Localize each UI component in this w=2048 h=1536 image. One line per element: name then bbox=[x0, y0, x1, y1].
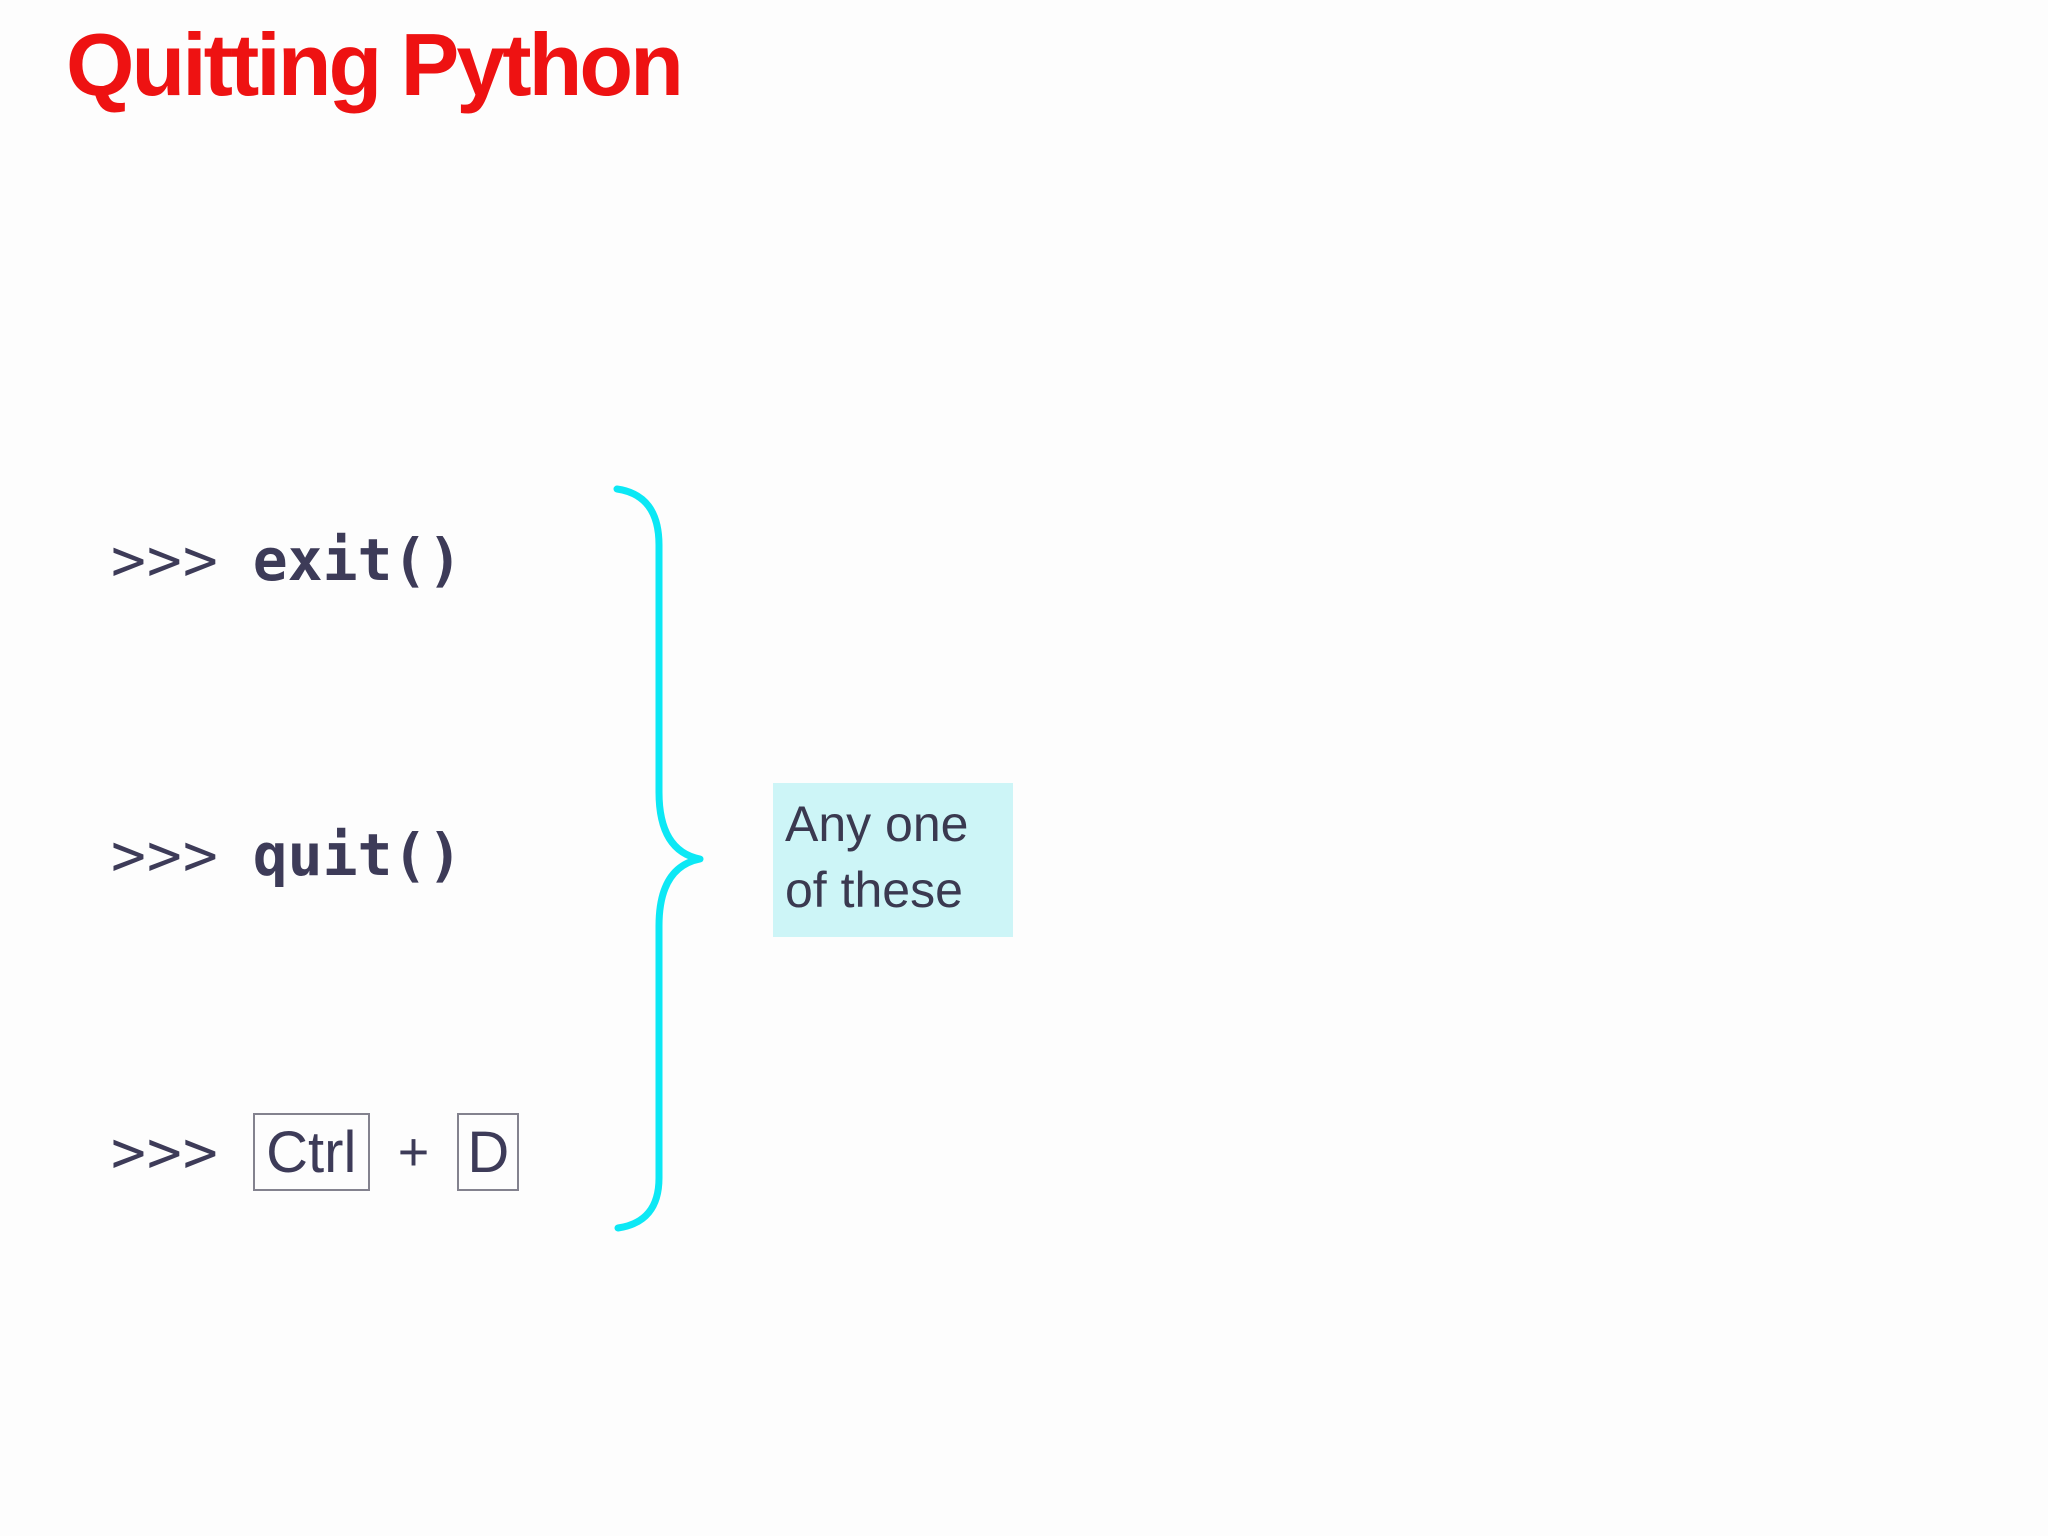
code-line-exit: >>> exit() bbox=[111, 518, 462, 602]
command-quit: quit() bbox=[252, 821, 463, 889]
repl-prompt: >>> bbox=[111, 821, 219, 889]
repl-prompt: >>> bbox=[111, 1118, 219, 1186]
command-exit: exit() bbox=[252, 526, 463, 594]
annotation-label: Any one of these bbox=[773, 783, 1013, 937]
code-line-ctrl-d: >>> Ctrl + D bbox=[111, 1110, 520, 1194]
repl-prompt: >>> bbox=[111, 526, 219, 594]
code-line-quit: >>> quit() bbox=[111, 813, 462, 897]
plus-separator: + bbox=[397, 1122, 430, 1182]
curly-brace-icon bbox=[613, 485, 704, 1232]
page-title: Quitting Python bbox=[66, 15, 684, 114]
key-d: D bbox=[457, 1113, 520, 1191]
key-ctrl: Ctrl bbox=[252, 1113, 370, 1191]
